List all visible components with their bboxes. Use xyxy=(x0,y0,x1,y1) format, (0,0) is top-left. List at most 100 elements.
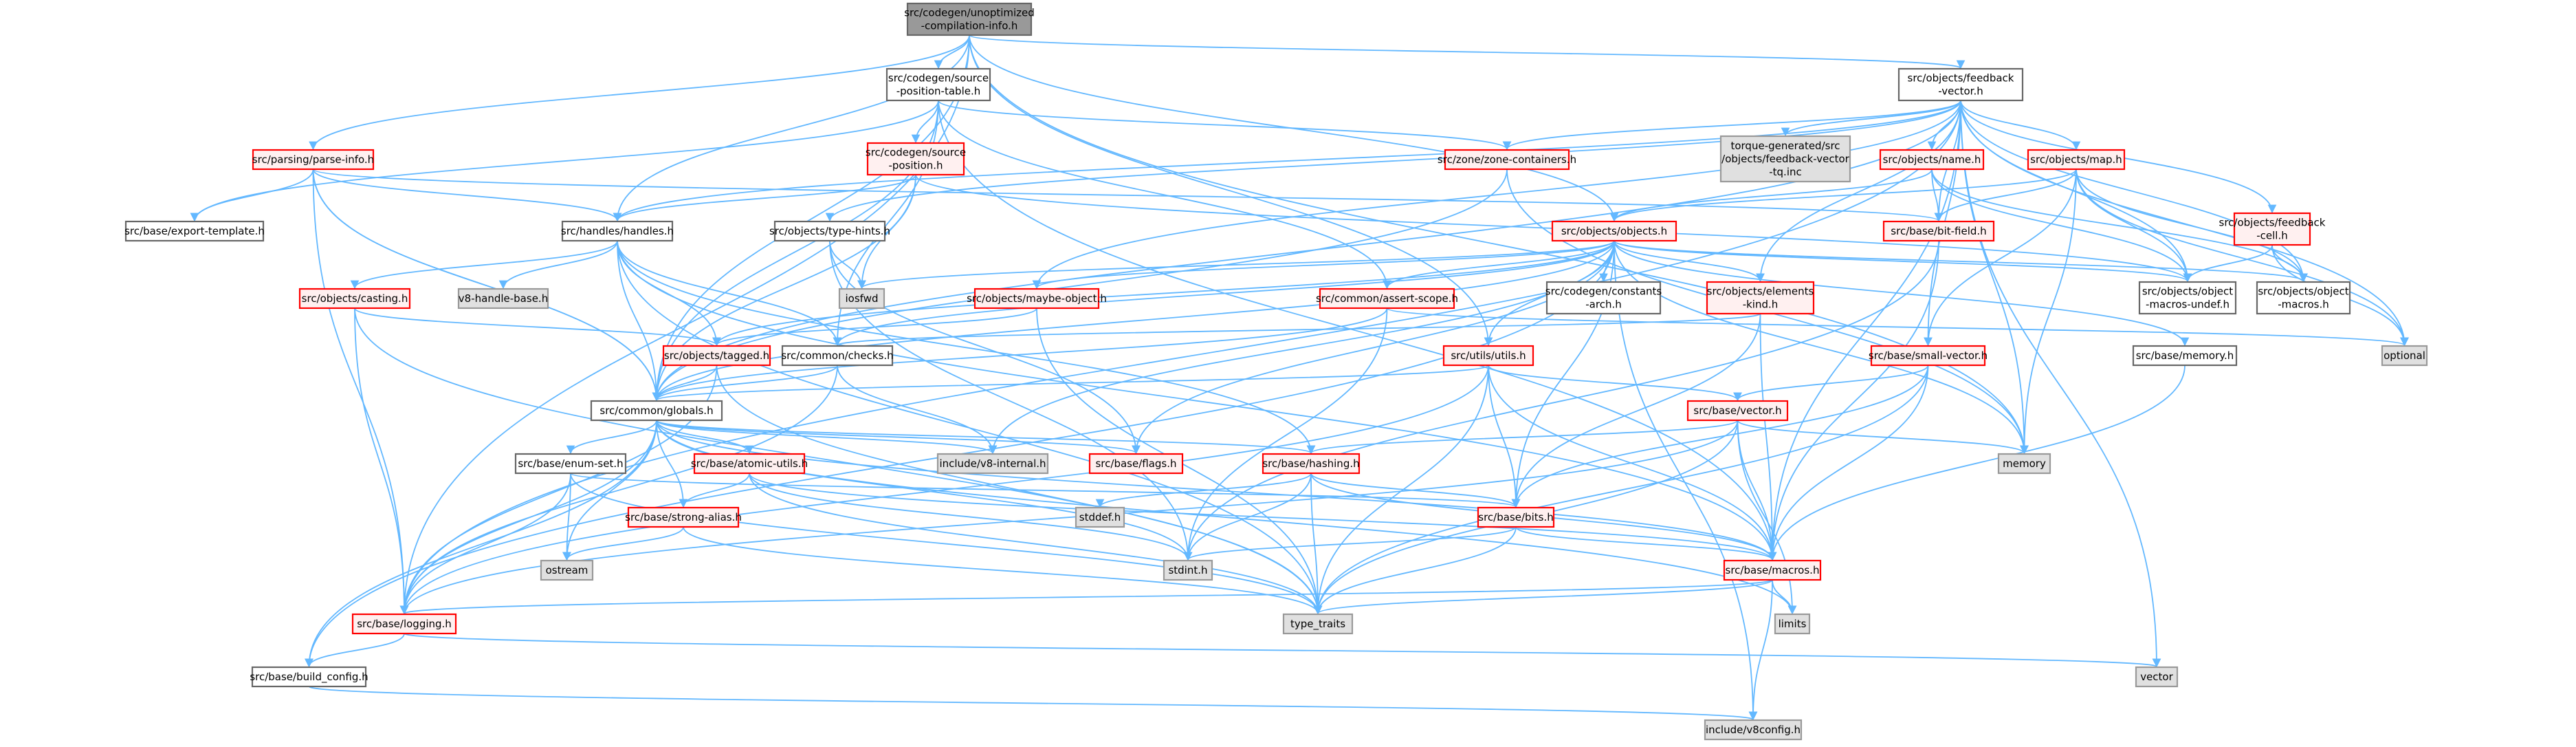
node-box xyxy=(540,559,594,581)
node-tg: torque-generated/src/objects/feedback-ve… xyxy=(1719,135,1851,183)
dependency-edge xyxy=(1183,240,1939,561)
node-label: src/base/small-vector.h xyxy=(1869,349,1988,362)
dependency-edge xyxy=(1183,473,1312,561)
dependency-edge xyxy=(312,169,661,402)
node-spt[interactable]: src/codegen/source-position-table.h xyxy=(885,67,991,102)
node-cast[interactable]: src/objects/casting.h xyxy=(298,288,411,310)
node-v8i: include/v8-internal.h xyxy=(936,453,1049,475)
node-uu[interactable]: src/utils/utils.h xyxy=(1442,345,1534,367)
node-sa[interactable]: src/base/strong-alias.h xyxy=(625,506,742,528)
node-box xyxy=(1444,149,1570,171)
node-label: -compilation-info.h xyxy=(921,20,1018,32)
node-bc[interactable]: src/base/build_config.h xyxy=(250,666,368,688)
node-flags[interactable]: src/base/flags.h xyxy=(1088,453,1184,475)
node-mo[interactable]: src/objects/maybe-object.h xyxy=(967,288,1107,310)
node-box xyxy=(351,613,457,635)
node-au[interactable]: src/base/atomic-utils.h xyxy=(691,453,808,475)
dependency-edge xyxy=(1772,579,1797,615)
dependency-edge xyxy=(1614,240,1765,283)
dependency-edge xyxy=(617,240,1777,561)
dependency-edge xyxy=(1488,365,1742,402)
node-root[interactable]: src/codegen/unoptimized-compilation-info… xyxy=(904,2,1035,36)
node-omu[interactable]: src/objects/object-macros-undef.h xyxy=(2138,281,2237,315)
dependency-edge xyxy=(679,473,750,508)
node-label: src/objects/casting.h xyxy=(302,292,408,305)
node-sp[interactable]: src/codegen/source-position.h xyxy=(866,142,966,176)
dependency-edge xyxy=(1748,579,1773,721)
node-box xyxy=(1319,288,1455,310)
dependency-edge xyxy=(1310,473,1521,508)
node-bmem[interactable]: src/base/memory.h xyxy=(2132,345,2238,367)
dependency-edge xyxy=(938,100,1512,151)
node-log[interactable]: src/base/logging.h xyxy=(351,613,457,635)
node-label: optional xyxy=(2384,349,2425,362)
node-bits[interactable]: src/base/bits.h xyxy=(1477,506,1555,528)
node-th[interactable]: src/objects/type-hints.h xyxy=(769,220,890,242)
node-label: stddef.h xyxy=(1079,511,1121,523)
dependency-edge xyxy=(1386,307,2409,347)
node-label: src/objects/object xyxy=(2142,285,2233,298)
dependency-edge xyxy=(404,633,2161,668)
node-as[interactable]: src/common/assert-scope.h xyxy=(1316,288,1458,310)
dependency-edge xyxy=(1768,240,1939,561)
dependency-edge xyxy=(969,34,1493,347)
node-vec[interactable]: src/base/vector.h xyxy=(1686,400,1789,422)
node-fc[interactable]: src/objects/feedback-cell.h xyxy=(2219,212,2326,246)
dependency-edge xyxy=(1511,365,1929,508)
node-box xyxy=(2256,281,2351,315)
dependency-edge xyxy=(1768,365,2186,561)
node-label: src/zone/zone-containers.h xyxy=(1438,153,1576,166)
dependency-edge xyxy=(1488,365,1521,508)
node-fv[interactable]: src/objects/feedback-vector.h xyxy=(1897,67,2024,102)
node-checks[interactable]: src/common/checks.h xyxy=(781,345,894,367)
dependency-edge xyxy=(749,473,1193,561)
node-label: ostream xyxy=(546,564,588,576)
node-box xyxy=(1897,67,2024,102)
node-box xyxy=(124,220,265,242)
node-box xyxy=(936,453,1049,475)
node-box xyxy=(781,345,894,367)
node-obj[interactable]: src/objects/objects.h xyxy=(1551,220,1677,242)
node-box xyxy=(2135,666,2179,688)
node-zc[interactable]: src/zone/zone-containers.h xyxy=(1438,149,1576,171)
dependency-edge xyxy=(1931,169,1944,222)
dependency-edge xyxy=(354,307,721,347)
node-label: memory xyxy=(2003,457,2046,470)
dependency-edge xyxy=(825,100,1961,222)
dependency-edge xyxy=(683,526,1323,615)
dependency-edge xyxy=(305,420,657,668)
node-es[interactable]: src/base/enum-set.h xyxy=(514,453,627,475)
node-label: limits xyxy=(1779,618,1807,630)
dependency-edge xyxy=(498,240,618,290)
node-om[interactable]: src/objects/object-macros.h xyxy=(2256,281,2351,315)
node-ek[interactable]: src/objects/elements-kind.h xyxy=(1706,281,1815,315)
node-box xyxy=(1719,135,1851,183)
node-glob[interactable]: src/common/globals.h xyxy=(590,400,723,422)
node-map[interactable]: src/objects/map.h xyxy=(2027,149,2126,171)
node-layer: src/codegen/unoptimized-compilation-info… xyxy=(124,2,2428,741)
dependency-edge xyxy=(2076,169,2409,347)
node-label: src/objects/feedback xyxy=(2219,217,2326,229)
dependency-edge xyxy=(613,100,1961,222)
dependency-edge xyxy=(2020,169,2077,455)
node-label: src/common/assert-scope.h xyxy=(1316,292,1458,305)
node-label: src/base/bits.h xyxy=(1478,511,1553,523)
node-hh[interactable]: src/handles/handles.h xyxy=(561,220,674,242)
node-ca[interactable]: src/codegen/constants-arch.h xyxy=(1545,281,1662,315)
node-box xyxy=(1163,559,1213,581)
node-sv[interactable]: src/base/small-vector.h xyxy=(1869,345,1988,367)
node-label: -arch.h xyxy=(1585,299,1621,311)
node-label: src/codegen/source xyxy=(866,147,966,159)
node-macros[interactable]: src/base/macros.h xyxy=(1723,559,1822,581)
node-ppi[interactable]: src/parsing/parse-info.h xyxy=(252,149,374,171)
node-label: src/base/vector.h xyxy=(1693,404,1781,417)
node-hash[interactable]: src/base/hashing.h xyxy=(1262,453,1361,475)
dependency-edge xyxy=(354,307,409,615)
node-bf[interactable]: src/base/bit-field.h xyxy=(1882,220,1995,242)
node-et[interactable]: src/base/export-template.h xyxy=(124,220,265,242)
node-tagged[interactable]: src/objects/tagged.h xyxy=(662,345,771,367)
node-v8hb: v8-handle-base.h xyxy=(457,288,549,310)
dependency-edge xyxy=(190,169,314,222)
node-name[interactable]: src/objects/name.h xyxy=(1879,149,1985,171)
node-label: src/base/memory.h xyxy=(2136,349,2234,362)
